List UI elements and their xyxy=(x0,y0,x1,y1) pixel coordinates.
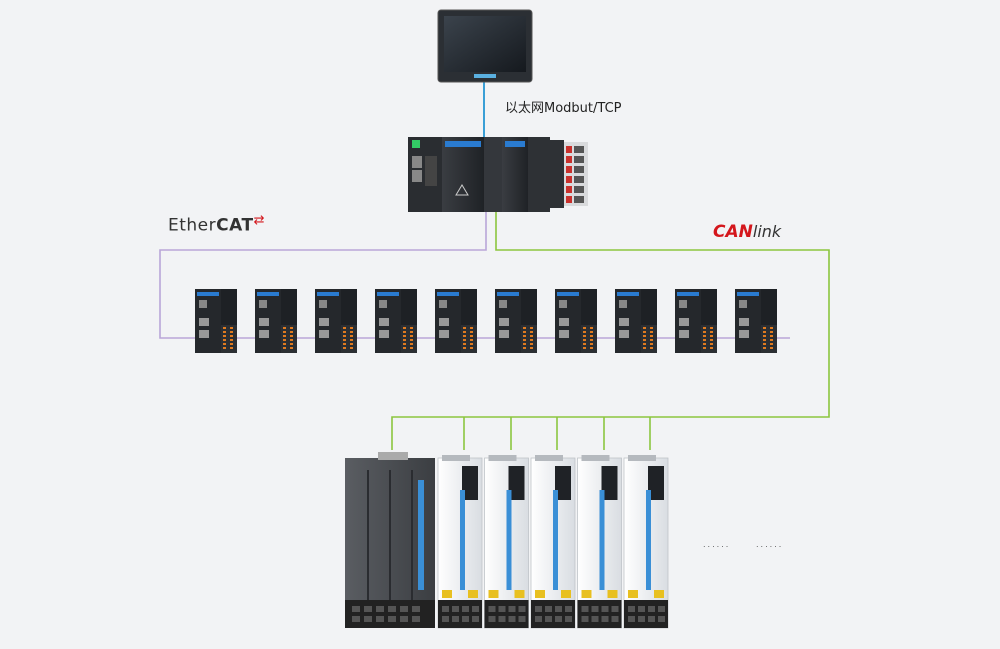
io-module xyxy=(615,289,657,353)
io-module xyxy=(375,289,417,353)
io-module xyxy=(255,289,297,353)
ethercat-logo-prefix: Ether xyxy=(168,215,217,236)
ethercat-logo-suffix: CAT xyxy=(216,215,254,236)
io-module xyxy=(195,289,237,353)
ethercat-logo: EtherCAT⇄ xyxy=(168,213,265,236)
more-devices-ellipsis-2: ...... xyxy=(756,540,784,549)
io-module xyxy=(495,289,537,353)
servo-drive xyxy=(623,455,669,629)
servo-drive xyxy=(437,455,483,629)
ethercat-bus-line xyxy=(159,212,790,339)
io-module xyxy=(675,289,717,353)
canlink-bus-line xyxy=(391,212,830,450)
io-module xyxy=(315,289,357,353)
servo-drive xyxy=(577,455,622,629)
ethercat-io-modules xyxy=(195,289,777,353)
canlink-drops xyxy=(463,417,651,450)
servo-drives xyxy=(437,455,669,629)
io-module xyxy=(435,289,477,353)
canlink-logo: CANlink xyxy=(713,222,781,242)
io-module xyxy=(555,289,597,353)
plc-controller xyxy=(408,137,588,212)
io-module xyxy=(735,289,777,353)
main-power-drive xyxy=(345,452,435,628)
ethernet-modbus-tcp-label: 以太网Modbut/TCP xyxy=(505,101,622,116)
canlink-logo-suffix: link xyxy=(752,222,782,241)
hmi-touch-panel xyxy=(437,9,533,83)
ethercat-arrow-icon: ⇄ xyxy=(253,213,265,228)
servo-drive xyxy=(484,455,529,629)
servo-drive xyxy=(530,455,576,629)
more-devices-ellipsis-1: ...... xyxy=(703,540,731,549)
canlink-logo-prefix: CAN xyxy=(713,222,753,242)
